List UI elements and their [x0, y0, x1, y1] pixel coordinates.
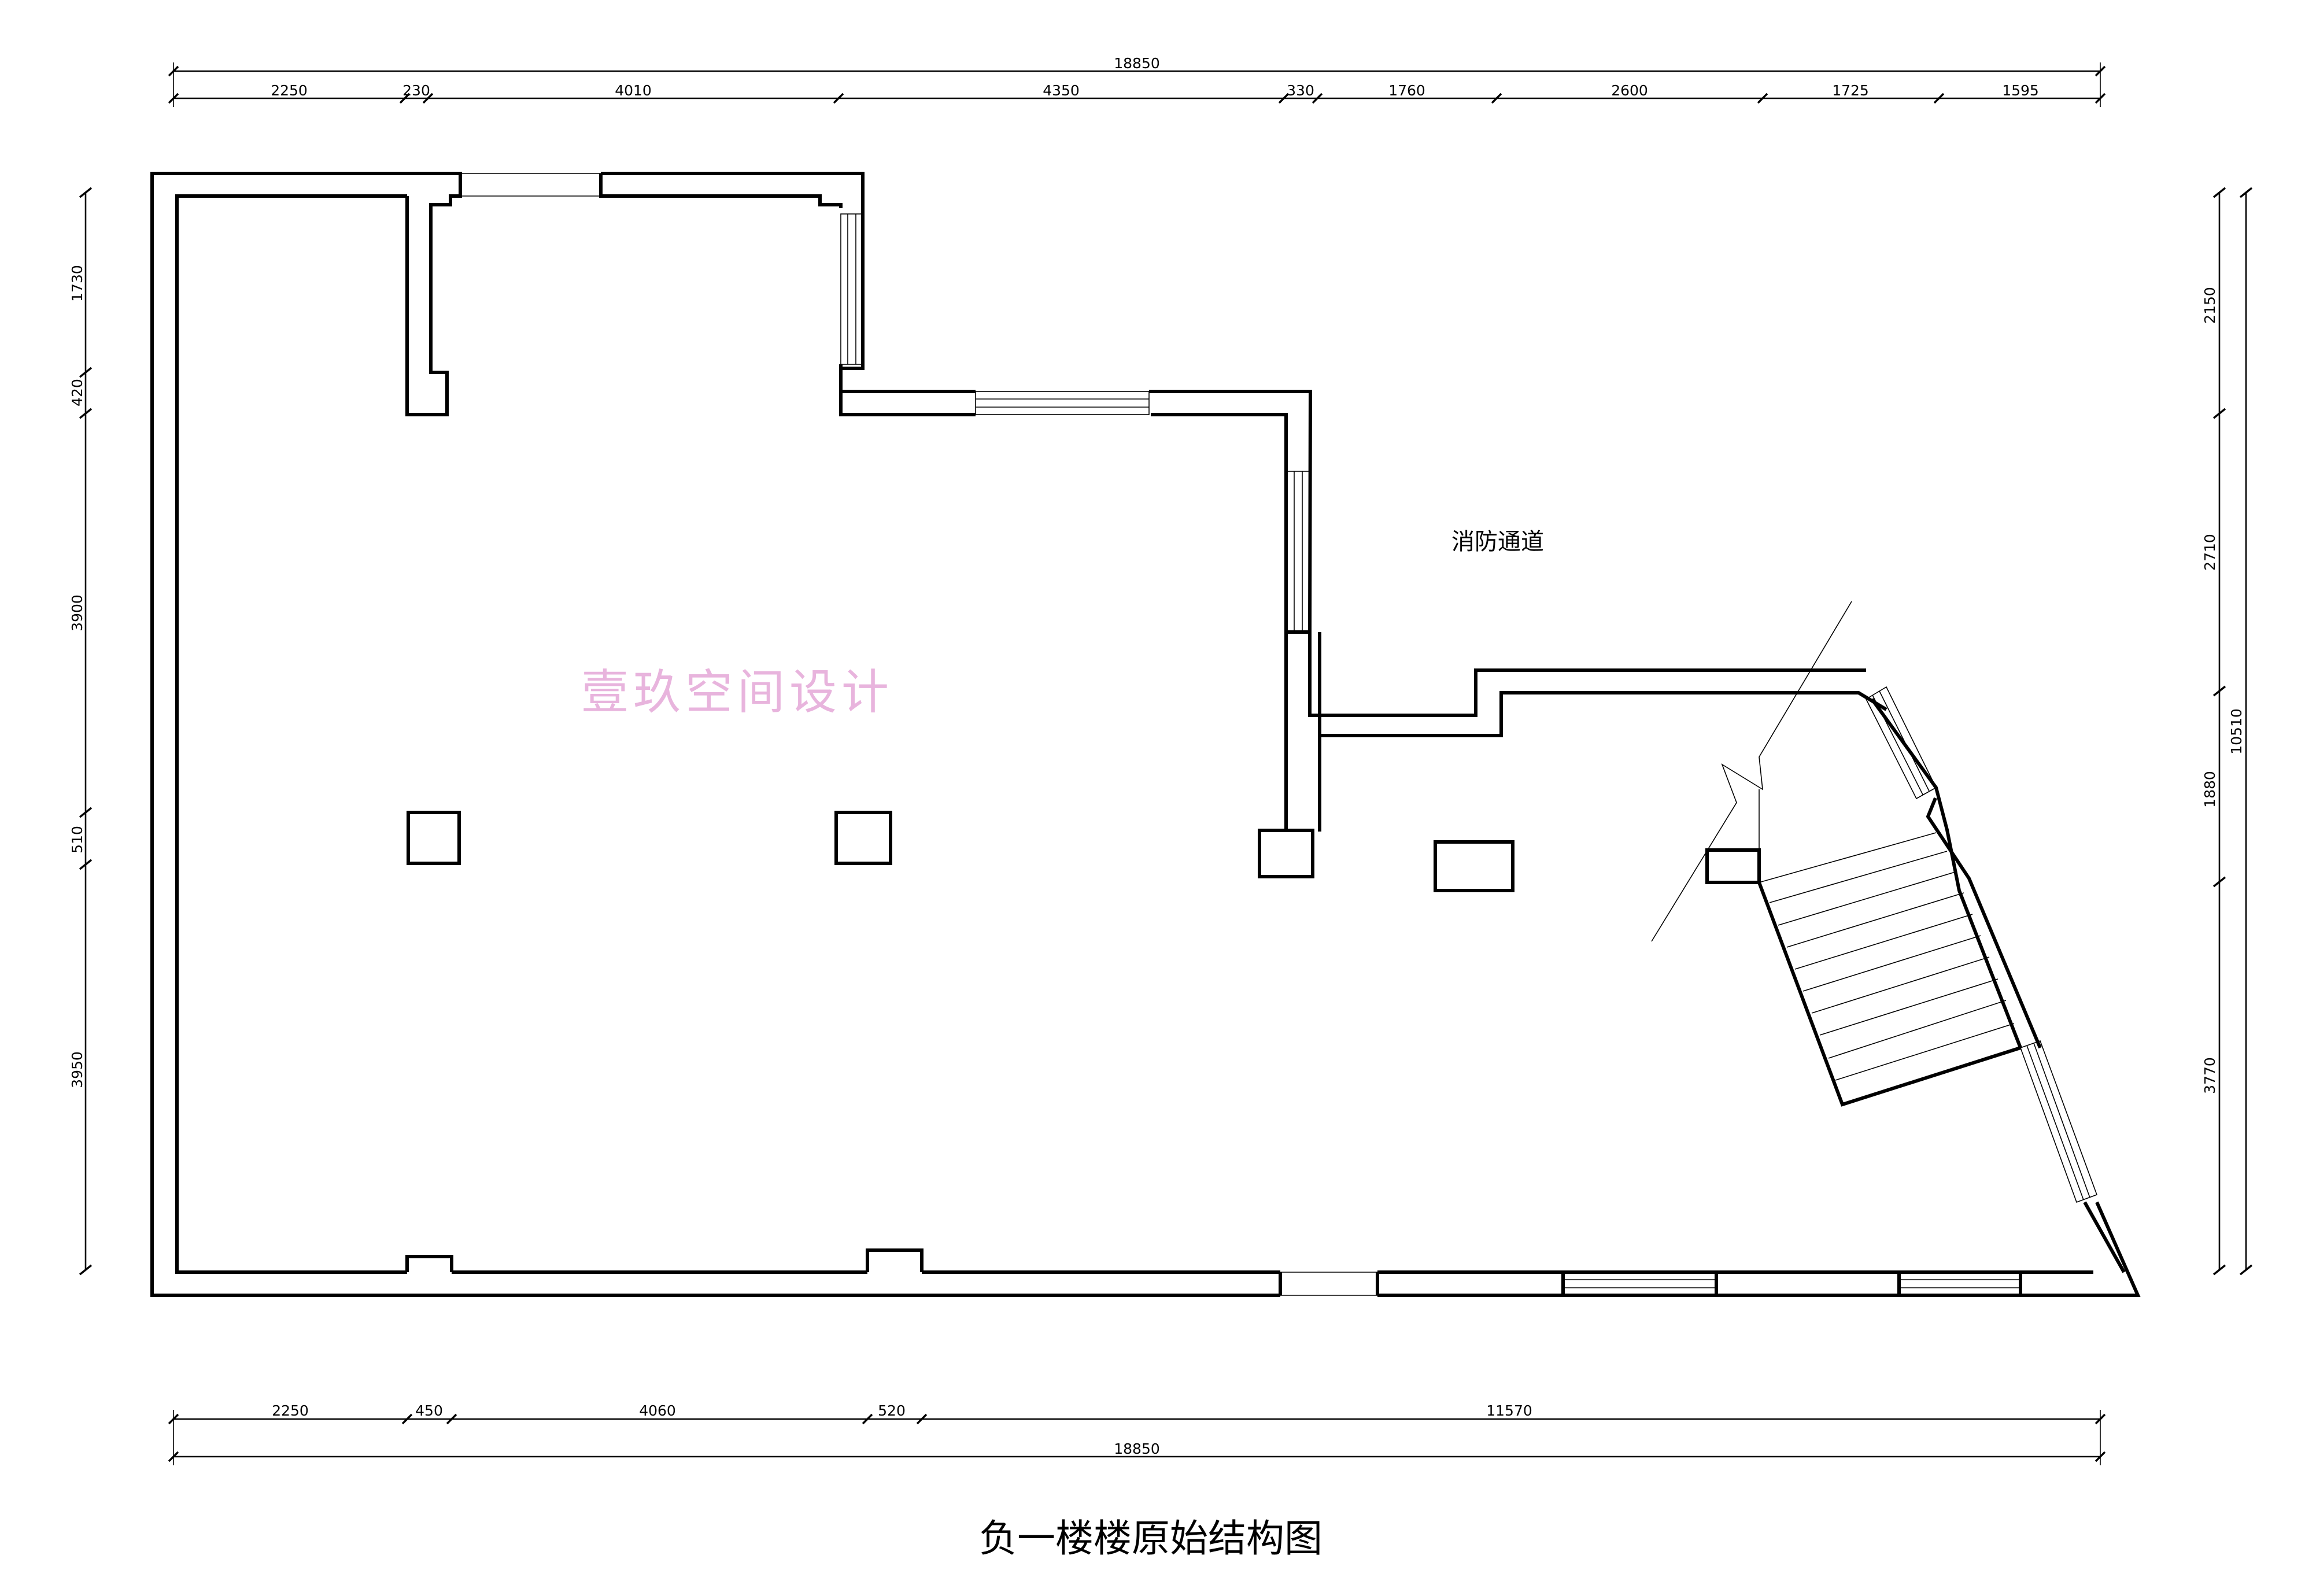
top-dim-8: 1725	[1832, 82, 1869, 99]
left-dim-3: 3900	[69, 594, 86, 631]
stair-break-line	[1651, 601, 1852, 942]
top-dimensions: 18850 2250 230 4010 4350 330 1760 2600 1…	[168, 55, 2106, 107]
pilaster-bottom-1	[405, 1255, 453, 1272]
top-dim-2: 230	[402, 82, 430, 99]
right-dimensions: 2150 2710 1880 3770 10510	[2201, 187, 2253, 1276]
top-overall-dimension: 18850	[1114, 55, 1160, 72]
outer-wall-outline	[150, 172, 1280, 1297]
left-dim-5: 3950	[69, 1051, 86, 1088]
wall-protrusion-top-left	[405, 172, 462, 416]
pilaster-bottom-2	[866, 1248, 924, 1272]
top-dim-4: 4350	[1043, 82, 1080, 99]
column-1	[407, 811, 461, 865]
door-opening-bottom	[1280, 1272, 1377, 1296]
room-label-fire-passage: 消防通道	[1451, 529, 1544, 555]
window-bottom-2	[1898, 1272, 2021, 1296]
column-5	[1705, 848, 1761, 884]
stair-treads	[1769, 851, 2015, 1081]
top-dim-5: 330	[1287, 82, 1314, 99]
top-dim-1: 2250	[271, 82, 308, 99]
bottom-dim-1: 2250	[272, 1402, 309, 1419]
bottom-dim-2: 450	[415, 1402, 443, 1419]
bottom-dimension-ticks	[168, 1410, 2106, 1465]
left-dim-2: 420	[69, 379, 86, 407]
window-top	[460, 173, 601, 197]
left-dimension-ticks	[79, 187, 93, 1276]
window-vertical-left	[840, 213, 863, 365]
right-dim-4: 3770	[2201, 1057, 2218, 1094]
bottom-dimensions: 2250 450 4060 520 11570 18850	[168, 1402, 2106, 1465]
bottom-dim-5: 11570	[1486, 1402, 1532, 1419]
bottom-dim-3: 4060	[639, 1402, 676, 1419]
top-dimension-ticks	[168, 62, 2106, 107]
drawing-title: 负一楼楼原始结构图	[979, 1516, 1323, 1561]
window-bottom-1	[1562, 1272, 1717, 1296]
left-dimensions: 1730 420 3900 510 3950	[69, 187, 93, 1276]
left-dim-4: 510	[69, 826, 86, 854]
right-dim-2: 2710	[2201, 534, 2218, 571]
inner-wall-outline	[175, 194, 407, 1274]
column-4	[1434, 840, 1514, 892]
right-dim-1: 2150	[2201, 287, 2218, 324]
right-dimension-ticks	[2212, 187, 2253, 1276]
window-slanted-lower	[2019, 1040, 2098, 1203]
walls	[150, 172, 2141, 1297]
column-3	[1258, 829, 1314, 878]
top-dim-7: 2600	[1611, 82, 1648, 99]
window-vertical-right	[1286, 471, 1311, 633]
right-overall-dimension: 10510	[2228, 708, 2245, 755]
window-horizontal-middle	[975, 391, 1150, 415]
watermark-logo: 壹玖空间设计	[581, 665, 893, 720]
right-dim-3: 1880	[2201, 771, 2218, 808]
staircase	[1651, 601, 2021, 1107]
columns	[407, 811, 1761, 892]
window-slanted-upper	[1865, 686, 1937, 800]
windows	[460, 173, 2098, 1296]
top-dim-6: 1760	[1388, 82, 1425, 99]
bottom-overall-dimension: 18850	[1114, 1440, 1160, 1457]
bottom-dim-4: 520	[878, 1402, 906, 1419]
top-dim-9: 1595	[2002, 82, 2039, 99]
left-dim-1: 1730	[69, 265, 86, 302]
column-2	[834, 811, 892, 865]
top-dim-3: 4010	[615, 82, 652, 99]
